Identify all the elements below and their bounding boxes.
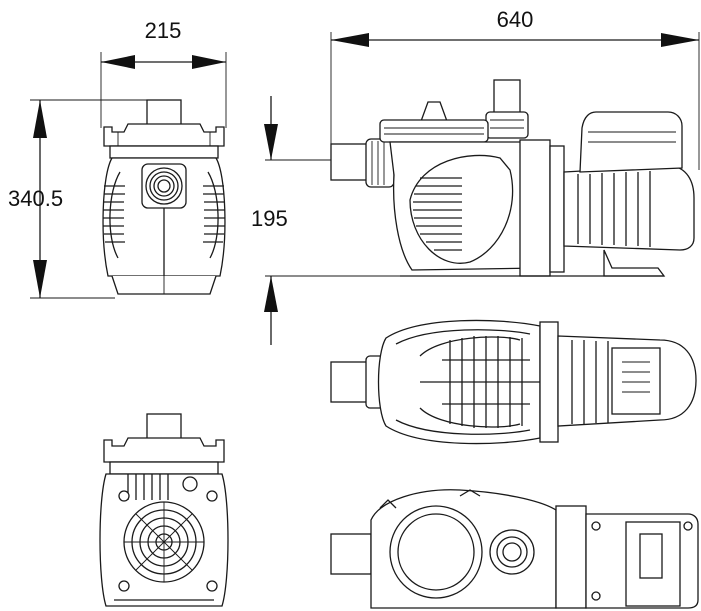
top-view-motor-fins (571, 340, 609, 424)
dimension-width-215: 215 (100, 18, 227, 128)
side-view (330, 79, 695, 277)
rear-view-fins (127, 474, 169, 500)
dimension-height-340-5: 340.5 (8, 99, 175, 299)
width-value: 215 (145, 18, 182, 43)
height-value: 340.5 (8, 186, 63, 211)
front-view-left-vents (103, 185, 125, 243)
top-view-ribs (449, 336, 523, 428)
front-view-right-vents (203, 185, 225, 243)
dimension-length-640: 640 (330, 7, 700, 170)
side-view-vents (413, 177, 462, 251)
rear-view (99, 413, 229, 607)
top-view (330, 319, 697, 445)
rear-view-fan-cover (123, 501, 205, 583)
inlet-height-value: 195 (251, 206, 288, 231)
bottom-view (330, 489, 699, 609)
front-view (102, 99, 226, 295)
side-view-motor-fins (577, 171, 651, 247)
dimension-height-195: 195 (251, 96, 402, 345)
length-value: 640 (497, 7, 534, 32)
front-view-inlet-port (141, 163, 187, 209)
